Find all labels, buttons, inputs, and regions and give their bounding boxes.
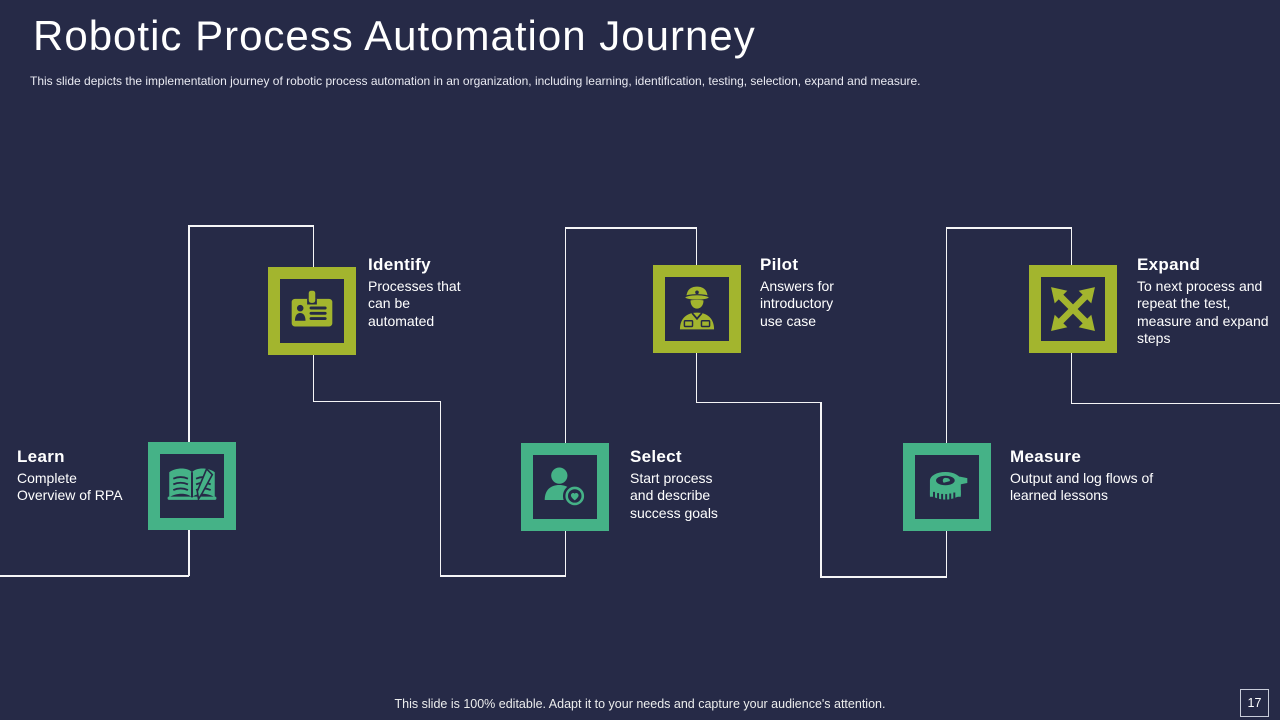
connector-line bbox=[564, 227, 697, 229]
connector-line bbox=[695, 401, 822, 403]
step-description: Processes that can be automated bbox=[368, 278, 461, 329]
connector-line bbox=[820, 576, 947, 578]
step-icon-box-pilot bbox=[653, 265, 741, 353]
connector-line bbox=[439, 400, 441, 577]
step-description: Answers for introductory use case bbox=[760, 278, 834, 329]
id-badge-icon bbox=[291, 290, 333, 327]
connector-line bbox=[820, 401, 822, 578]
step-icon-box-identify bbox=[268, 267, 356, 355]
step-icon-box-learn bbox=[148, 442, 236, 530]
step-description: Start process and describe success goals bbox=[630, 470, 718, 521]
step-label: Pilot bbox=[760, 255, 799, 274]
step-select: Select Start process and describe succes… bbox=[630, 447, 735, 522]
page-subtitle: This slide depicts the implementation jo… bbox=[30, 74, 921, 88]
step-measure: Measure Output and log flows of learned … bbox=[1010, 447, 1155, 505]
expand-arrows-icon bbox=[1051, 287, 1095, 331]
step-description: To next process and repeat the test, mea… bbox=[1137, 278, 1269, 347]
step-learn: Learn Complete Overview of RPA bbox=[17, 447, 137, 505]
step-label: Expand bbox=[1137, 255, 1201, 274]
step-description: Output and log flows of learned lessons bbox=[1010, 470, 1154, 504]
connector-line bbox=[945, 227, 1072, 229]
page-number-badge: 17 bbox=[1240, 689, 1269, 717]
connector-line bbox=[945, 227, 947, 578]
step-label: Measure bbox=[1010, 447, 1082, 466]
step-icon-box-select bbox=[521, 443, 609, 531]
connector-line bbox=[439, 575, 566, 577]
pilot-icon bbox=[679, 286, 715, 330]
person-check-icon bbox=[544, 467, 587, 508]
connector-line bbox=[188, 225, 190, 576]
step-pilot: Pilot Answers for introductory use case bbox=[760, 255, 850, 330]
tape-measure-icon bbox=[929, 471, 968, 501]
step-label: Learn bbox=[17, 447, 65, 466]
step-identify: Identify Processes that can be automated bbox=[368, 255, 468, 330]
step-expand: Expand To next process and repeat the te… bbox=[1137, 255, 1277, 347]
footer-note: This slide is 100% editable. Adapt it to… bbox=[394, 697, 886, 711]
step-description: Complete Overview of RPA bbox=[17, 470, 123, 504]
connector-line bbox=[188, 225, 314, 227]
page-title: Robotic Process Automation Journey bbox=[33, 12, 756, 59]
connector-line bbox=[312, 400, 441, 402]
step-label: Select bbox=[630, 447, 682, 466]
connector-line bbox=[564, 227, 566, 577]
step-icon-box-expand bbox=[1029, 265, 1117, 353]
open-book-icon bbox=[167, 467, 217, 502]
connector-line bbox=[1070, 402, 1280, 404]
step-icon-box-measure bbox=[903, 443, 991, 531]
step-label: Identify bbox=[368, 255, 431, 274]
connector-line bbox=[0, 575, 189, 577]
